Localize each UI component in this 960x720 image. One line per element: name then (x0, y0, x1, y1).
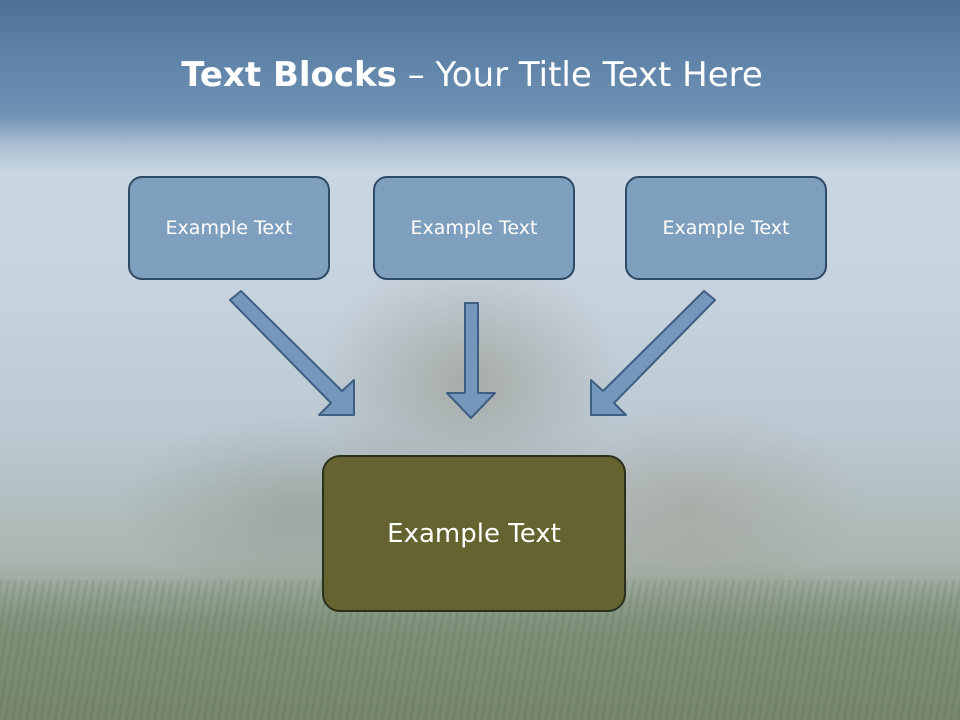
slide-title: Text Blocks – Your Title Text Here (0, 55, 944, 95)
text-block-center: Example Text (373, 176, 575, 280)
title-dash: – (396, 55, 436, 95)
title-rest: Your Title Text Here (435, 55, 763, 95)
title-bold: Text Blocks (181, 55, 397, 95)
arrow-left-icon (229, 290, 355, 416)
text-block-left: Example Text (128, 176, 330, 280)
text-block-result: Example Text (322, 455, 626, 612)
arrow-down-icon (446, 302, 496, 419)
text-block-right: Example Text (625, 176, 827, 280)
arrow-right-icon (590, 290, 716, 416)
